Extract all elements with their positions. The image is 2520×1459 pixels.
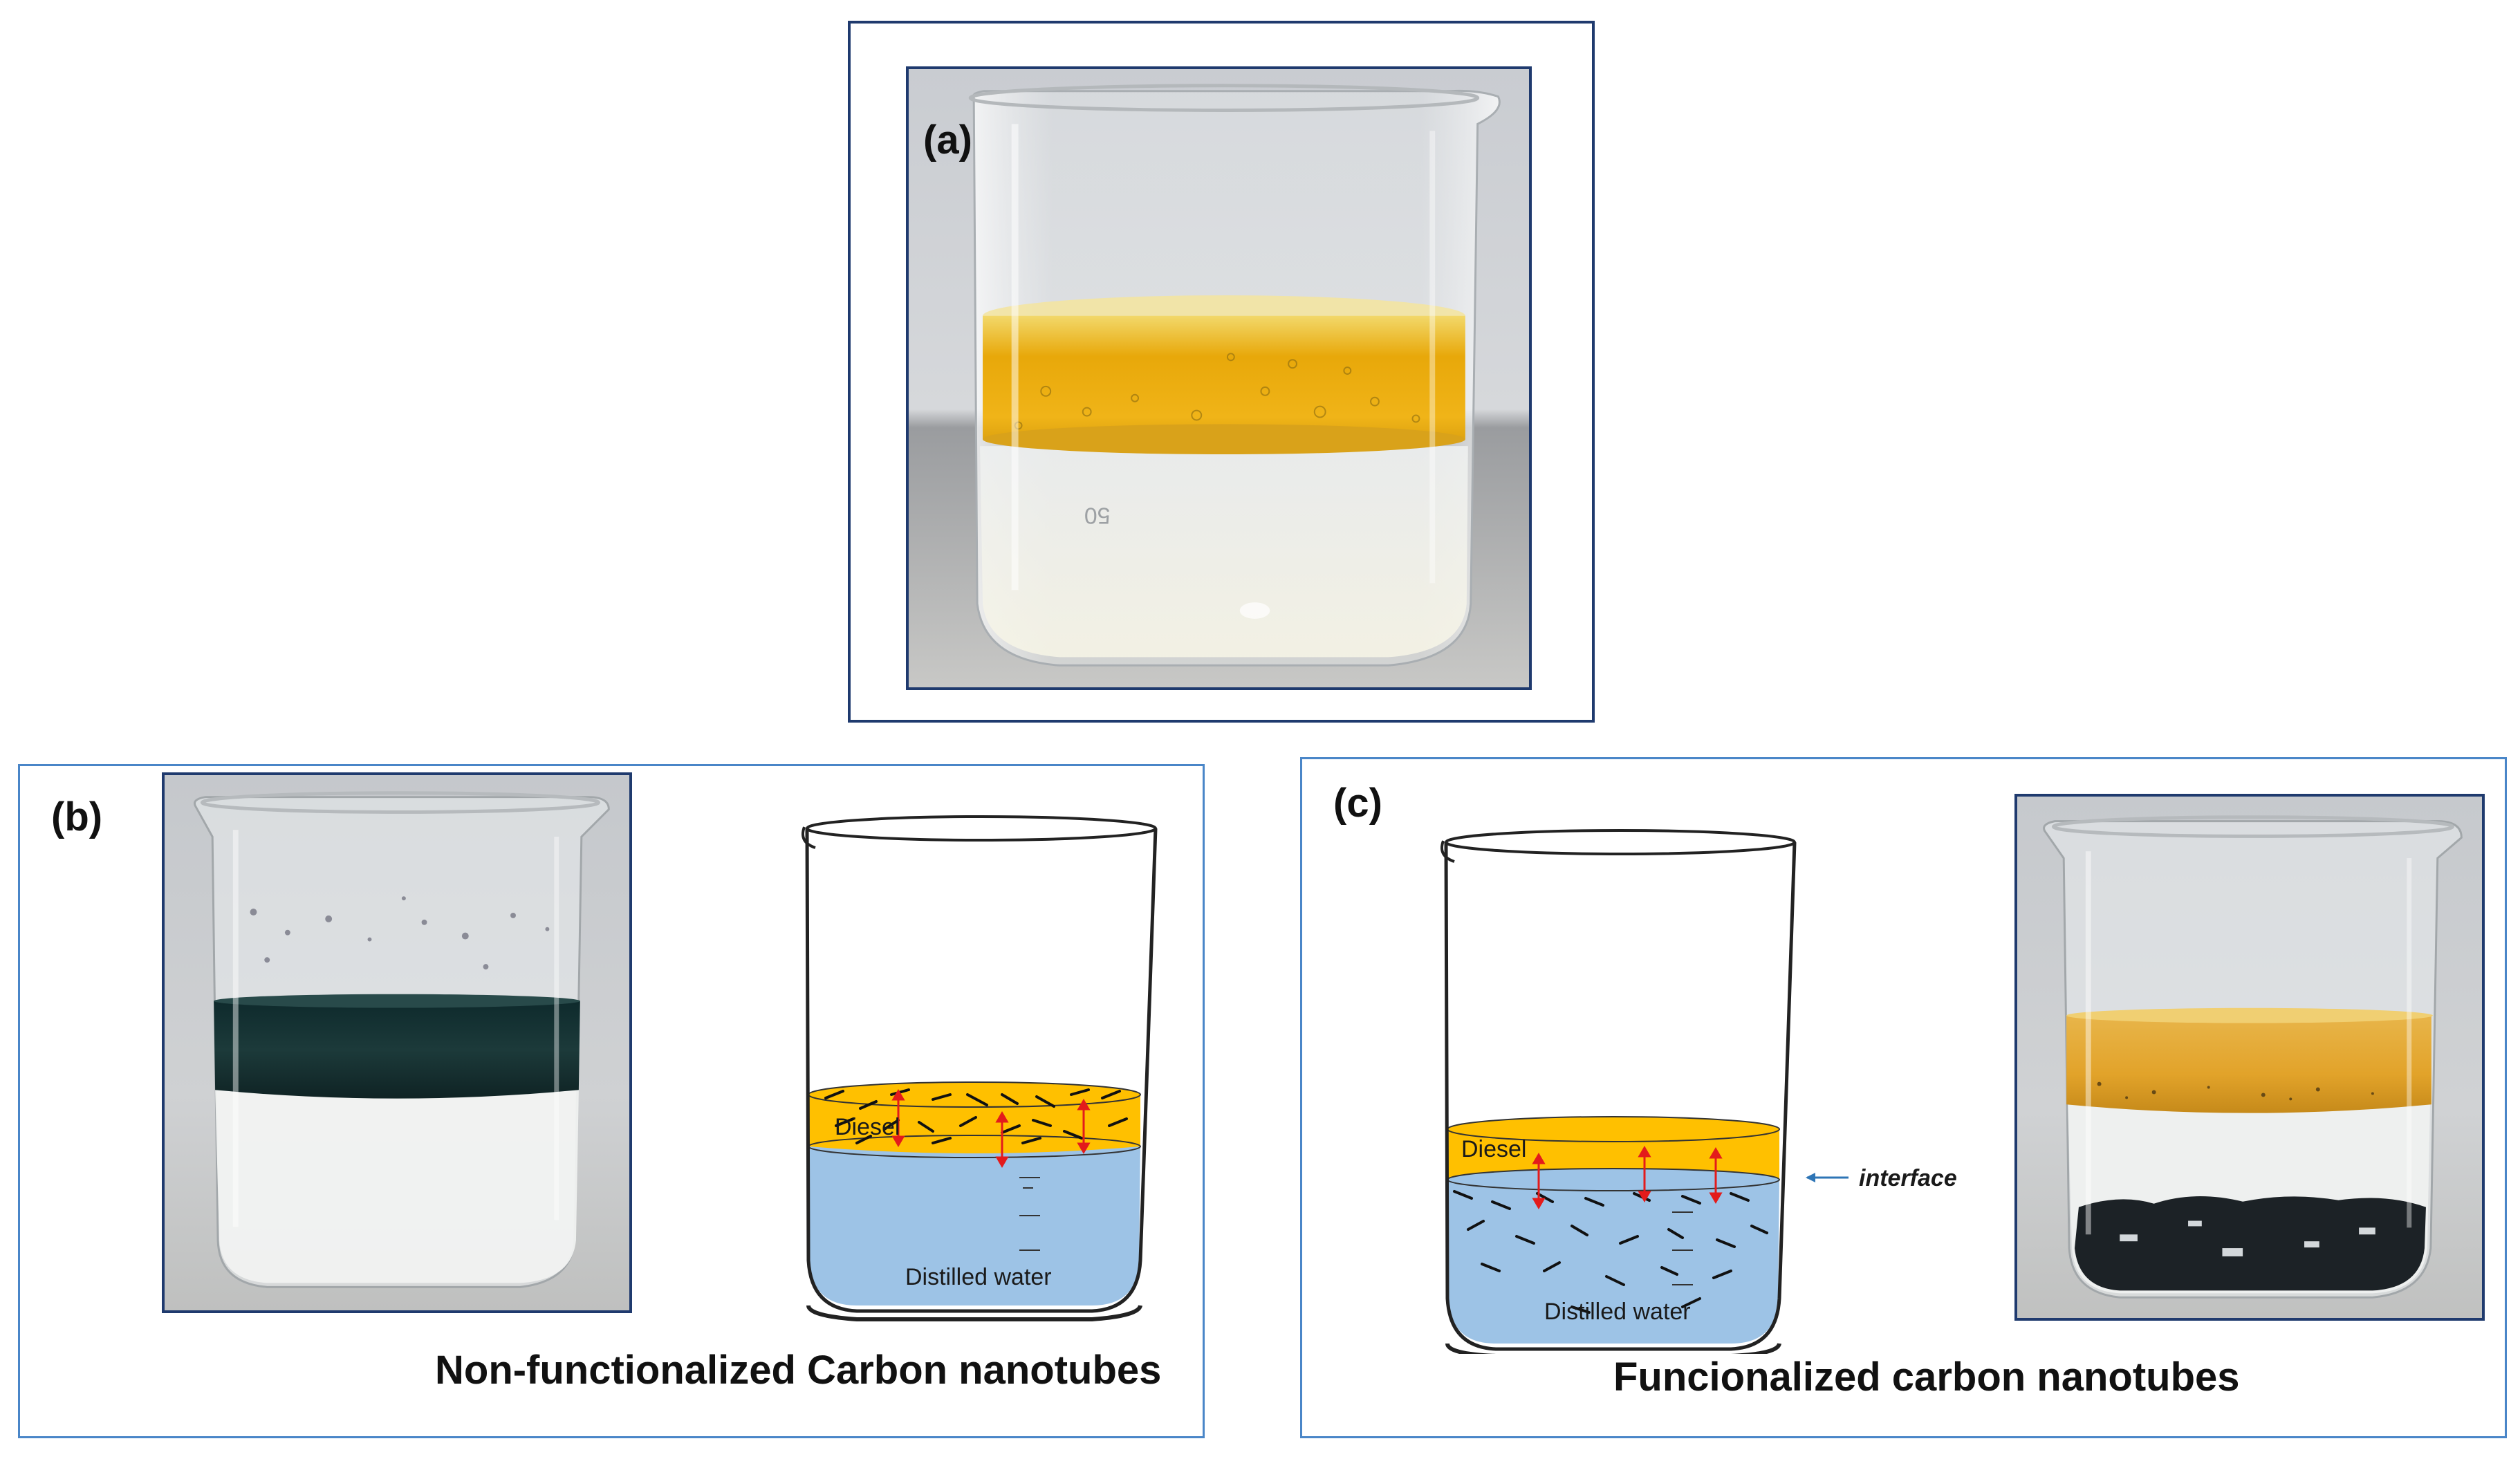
photo-beaker-nonfunctionalized xyxy=(162,772,632,1313)
panel-c: (c) xyxy=(1300,757,2507,1438)
beaker-marking: 50 xyxy=(1084,502,1110,528)
diesel-label-b: Diesel xyxy=(835,1114,900,1140)
beaker-diagram-functionalized: Diesel Distilled water interface xyxy=(1434,815,1987,1354)
photo-beaker-diesel-water: 50 xyxy=(906,66,1532,690)
beaker-diagram-nonfunctionalized: Diesel Distilled water xyxy=(795,801,1182,1326)
water-label-b: Distilled water xyxy=(905,1264,1052,1290)
panel-letter-a: (a) xyxy=(923,118,972,162)
caption-nonfunctionalized: Non-functionalized Carbon nanotubes xyxy=(435,1348,1162,1393)
interface-arrow xyxy=(1806,1173,1849,1182)
caption-functionalized: Funcionalized carbon nanotubes xyxy=(1613,1355,2240,1400)
interface-label: interface xyxy=(1859,1165,1957,1191)
panel-b: (b) xyxy=(18,764,1205,1438)
panel-a: 50 (a) xyxy=(848,21,1595,723)
panel-letter-c: (c) xyxy=(1333,781,1382,826)
water-label-c: Distilled water xyxy=(1544,1299,1691,1325)
photo-beaker-functionalized xyxy=(2014,794,2485,1321)
panel-letter-b: (b) xyxy=(51,794,103,839)
diesel-label-c: Diesel xyxy=(1461,1136,1526,1162)
